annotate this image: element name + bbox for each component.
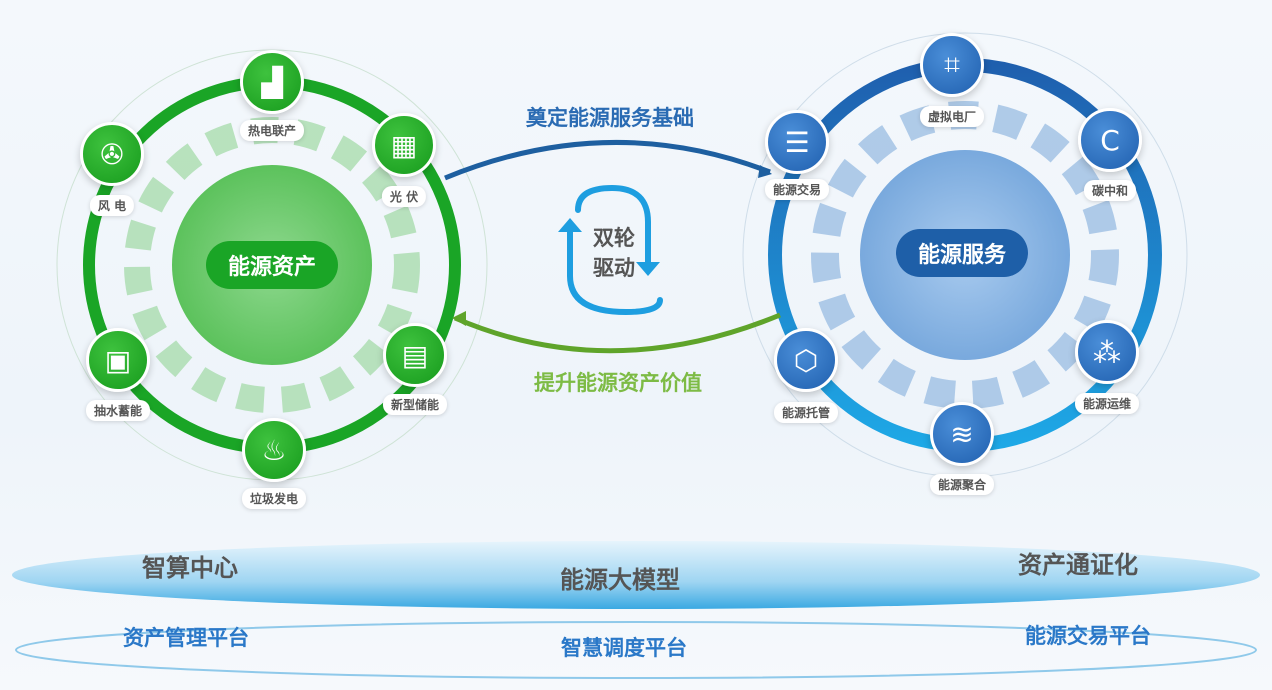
node-label: 风 电 [89,195,135,216]
base-bottom-right: 能源交易平台 [1025,624,1151,648]
bottom-arrow [454,312,781,354]
node-label: 能源聚合 [929,474,995,495]
battery-icon: ▣ [86,328,150,392]
node-label: 能源托管 [773,402,839,423]
base-bottom-left: 资产管理平台 [123,626,249,650]
base-bottom-center: 智慧调度平台 [561,636,687,660]
carbon-icon: C [1078,108,1142,172]
node-label: 热电联产 [239,120,305,141]
node-label: 抽水蓄能 [85,400,151,421]
node-label: 能源运维 [1074,393,1140,414]
top-arrow [444,139,771,181]
node-label: 碳中和 [1083,180,1137,201]
energy-assets-title: 能源资产 [205,241,339,289]
node-label: 虚拟电厂 [919,106,985,127]
power-plant-icon: ♨ [242,418,306,482]
node-label: 光 伏 [381,186,427,207]
wind-turbine-icon: ✇ [80,122,144,186]
base-top-right: 资产通证化 [1018,551,1138,579]
node-label: 垃圾发电 [241,488,307,509]
bottom-caption: 提升能源资产价值 [534,371,702,395]
base-top-left: 智算中心 [142,554,238,582]
layers-icon: ≋ [930,402,994,466]
top-caption: 奠定能源服务基础 [526,106,694,130]
hexagon-icon: ⬡ [774,328,838,392]
node-label: 能源交易 [764,179,830,200]
energy-services-title: 能源服务 [895,229,1029,277]
base-top-center: 能源大模型 [560,566,680,594]
solar-panel-icon: ▦ [372,113,436,177]
dual-drive-line2: 驱动 [593,256,635,280]
chip-icon: ⌗ [920,33,984,97]
dual-drive-line1: 双轮 [593,226,635,250]
factory-icon: ▟ [240,50,304,114]
coins-icon: ☰ [765,110,829,174]
molecule-icon: ⁂ [1075,320,1139,384]
energy-storage-icon: ▤ [383,323,447,387]
node-label: 新型储能 [382,394,448,415]
